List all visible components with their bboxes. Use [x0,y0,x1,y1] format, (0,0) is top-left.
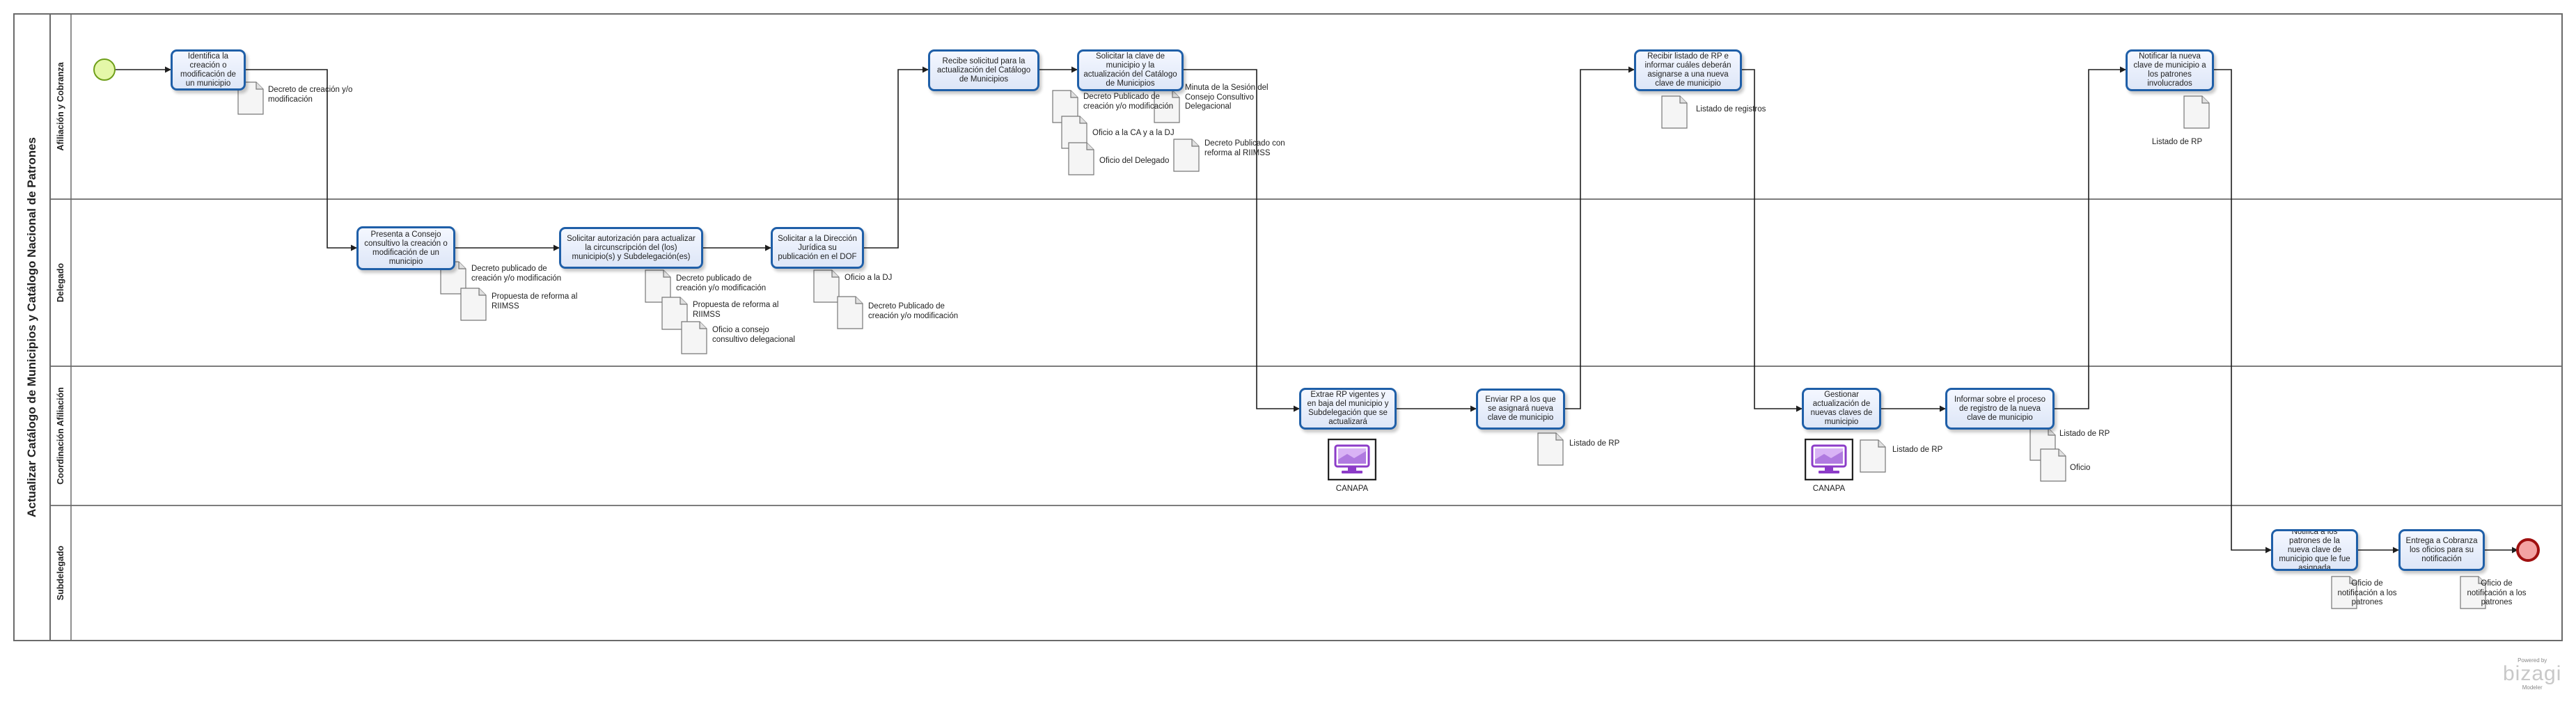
sequence-flow-2 [246,69,357,251]
sequence-flow-10 [1742,69,1803,412]
sequence-flow-13 [2214,69,2272,554]
bizagi-logo: bizagi [2503,662,2562,685]
document-label-d12: Minuta de la Sesión del Consejo Consulti… [1185,84,1269,111]
document-icon [1061,116,1087,149]
task-t7[interactable]: Extrae RP vigentes y en baja del municip… [1299,388,1397,430]
pool-border [13,13,2563,641]
lane-lane-subdelegado [49,505,2563,641]
document-icon [2183,95,2210,129]
document-label-d14: Listado de RP [1569,439,1620,448]
task-t8[interactable]: Enviar RP a los que se asignará nueva cl… [1476,389,1565,430]
bizagi-branding: Powered by bizagi Modeler [2503,657,2561,691]
task-t9[interactable]: Recibir listado de RP e informar cuáles … [1634,49,1742,91]
system-label-s1: CANAPA [1335,485,1369,493]
document-label-d9: Decreto Publicado de creación y/o modifi… [1083,93,1174,111]
lane-title-subdelegado: Subdelegado [56,545,65,601]
document-label-d18: Oficio [2070,464,2091,472]
system-label-s2: CANAPA [1812,485,1846,493]
task-t14[interactable]: Entrega a Cobranza los oficios para su n… [2398,529,2485,571]
document-label-d21: Oficio de notificación a los patrones [2467,579,2527,606]
task-t6[interactable]: Solicitar la clave de municipio y la act… [1077,49,1184,91]
data-objects [237,81,2486,609]
document-label-d15: Listado de registros [1696,105,1766,113]
lane-title-delegado: Delegado [56,262,65,303]
document-icon [1173,139,1200,172]
document-label-d13: Decreto Publicado con reforma al RIIMSS [1204,139,1285,157]
document-label-d1: Decreto de creación y/o modificación [268,86,353,104]
task-t10[interactable]: Gestionar actualización de nuevas claves… [1802,388,1881,430]
document-icon [1052,90,1078,123]
document-label-d16: Listado de RP [1892,446,1943,454]
events [93,58,2540,562]
start-event [93,58,116,81]
document-label-d2: Decreto publicado de creación y/o modifi… [471,265,562,283]
document-icon [460,288,487,321]
task-t2[interactable]: Presenta a Consejo consultivo la creació… [356,226,455,270]
document-icon [1661,95,1688,129]
document-label-d19: Listado de RP [2151,138,2203,146]
task-t1[interactable]: Identifica la creación o modificación de… [171,49,246,91]
document-label-d7: Oficio a la DJ [845,274,893,282]
document-label-d3: Propuesta de reforma al RIIMSS [492,292,578,311]
document-label-d4: Decreto publicado de creación y/o modifi… [676,274,767,292]
document-icon [1154,90,1180,123]
edition-text: Modeler [2522,684,2543,691]
end-event [2516,538,2540,562]
document-icon [2331,576,2357,609]
pool-title: Actualizar Catálogo de Municipios y Catá… [25,137,38,517]
document-label-d6: Oficio a consejo consultivo delegacional [712,326,795,344]
document-icon [2040,448,2066,482]
document-icon [1068,142,1094,175]
task-t3[interactable]: Solicitar autorización para actualizar l… [559,227,703,269]
powered-by-text: Powered by [2518,657,2547,664]
task-t13[interactable]: Notifica a los patrones de la nueva clav… [2271,529,2358,571]
document-label-d8: Decreto Publicado de creación y/o modifi… [868,302,959,320]
task-t5[interactable]: Recibe solicitud para la actualización d… [928,49,1039,91]
document-icon [813,269,840,303]
document-icon [237,81,264,115]
document-icon [2460,576,2486,609]
computer-monitor-icon [1805,439,1853,480]
document-icon [681,321,707,354]
document-icon [837,296,863,329]
document-icon [1537,432,1564,466]
document-label-d11: Oficio del Delegado [1099,157,1170,165]
document-icon [661,297,688,330]
computer-monitor-icon [1328,439,1376,480]
swimlanes [13,13,2563,641]
lane-title-afiliacion: Afiliación y Cobranza [56,62,65,151]
document-label-d17: Listado de RP [2059,430,2110,438]
document-icon [645,269,671,303]
sequence-flow-5 [864,66,929,249]
document-icon [1860,439,1886,473]
task-t4[interactable]: Solicitar a la Dirección Jurídica su pub… [771,227,864,269]
document-label-d20: Oficio de notificación a los patrones [2337,579,2397,606]
sequence-flow-7 [1184,69,1300,412]
lane-title-coordinacion: Coordinación Afiliación [56,387,65,485]
sequence-flow-12 [2055,66,2126,409]
sequence-flows [115,66,2518,554]
document-label-d5: Propuesta de reforma al RIIMSS [693,301,779,319]
task-t12[interactable]: Notificar la nueva clave de municipio a … [2126,49,2214,91]
document-label-d10: Oficio a la CA y a la DJ [1092,129,1175,137]
task-t11[interactable]: Informar sobre el proceso de registro de… [1945,388,2055,430]
sequence-flow-9 [1565,66,1635,409]
